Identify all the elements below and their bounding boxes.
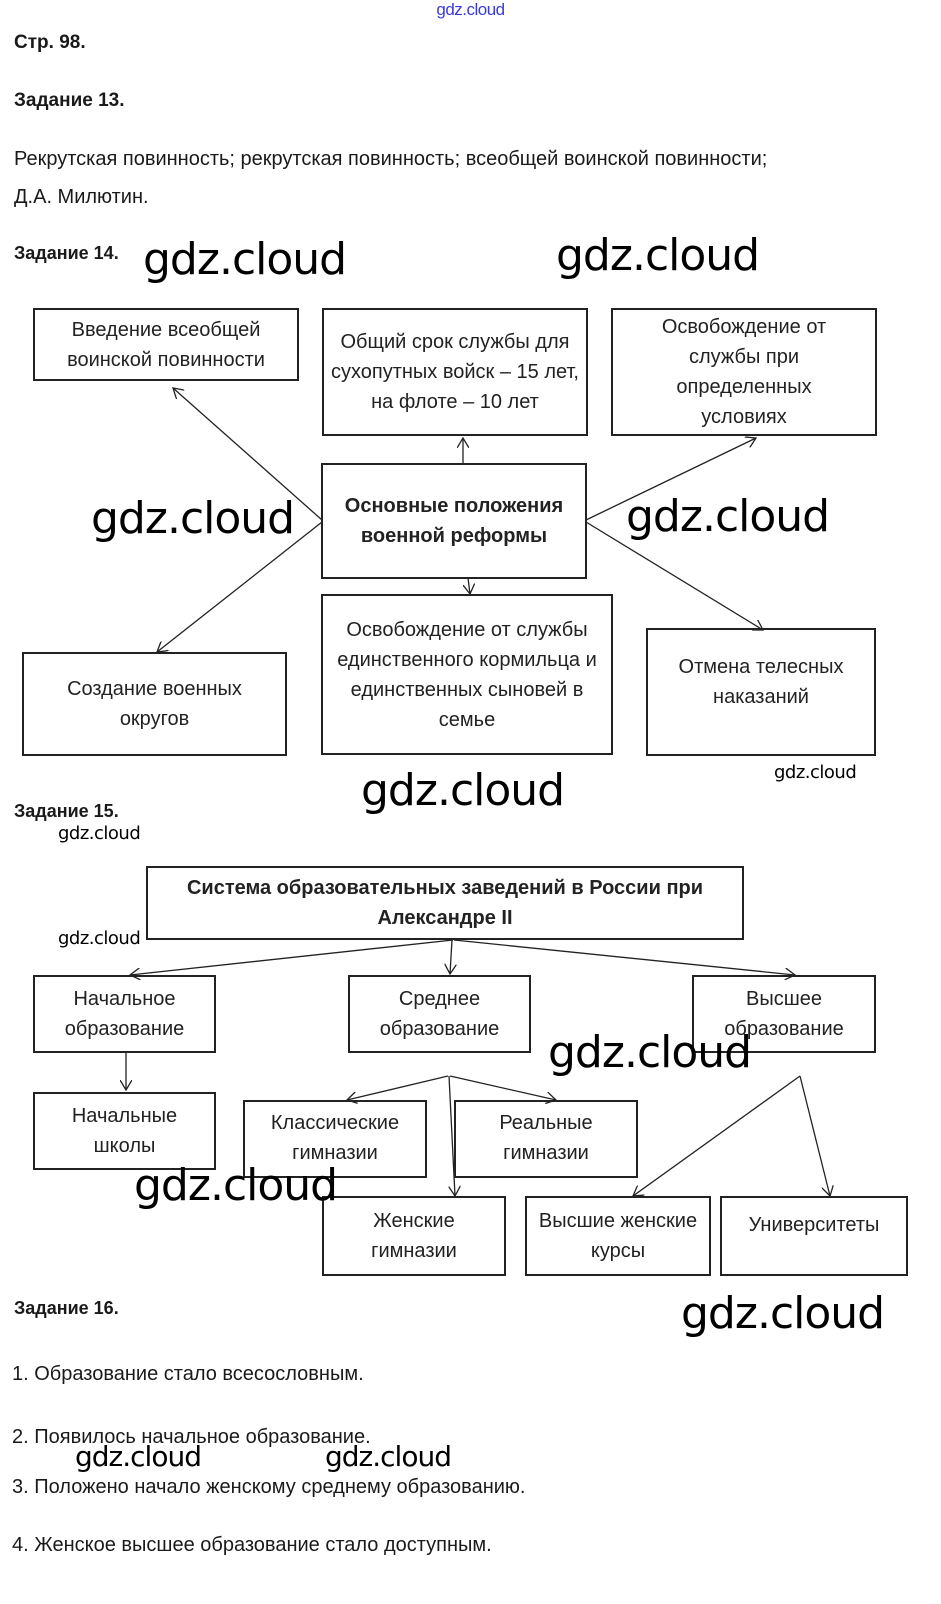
reform-box-universal-conscription: Введение всеобщей воинской повинности xyxy=(33,308,299,381)
education-level-primary: Начальное образование xyxy=(33,975,216,1053)
education-item-text: Высшие женские курсы xyxy=(538,1210,698,1262)
reform-box-text: Освобождение от службы единственного кор… xyxy=(337,618,597,731)
reform-center-text: Основные положения военной реформы xyxy=(344,495,564,547)
education-item-text: Классические гимназии xyxy=(270,1112,400,1164)
education-level-secondary: Среднее образование xyxy=(348,975,531,1053)
arrow-to-secondary xyxy=(450,939,452,974)
education-level-text: Начальное образование xyxy=(64,988,185,1040)
page-label: Стр. 98. xyxy=(14,32,86,53)
arrow-to-sole-breadwinner xyxy=(468,577,470,594)
arrow-to-exemption-conditions xyxy=(585,438,756,521)
task13-answer-line-2: Д.А. Милютин. xyxy=(14,186,149,208)
task15-title: Задание 15. xyxy=(14,801,119,821)
arrow-to-real xyxy=(449,1075,556,1100)
arrow-to-universities xyxy=(799,1075,830,1196)
arrow-to-classical xyxy=(347,1075,449,1100)
education-item-text: Университеты xyxy=(748,1214,880,1236)
reform-box-exemption-conditions: Освобождение от службы при определенных … xyxy=(611,308,877,436)
education-womens-higher-courses: Высшие женские курсы xyxy=(525,1196,711,1276)
task13-title: Задание 13. xyxy=(14,90,125,111)
task16-title: Задание 16. xyxy=(14,1298,119,1318)
task16-item: 2. Появилось начальное образование. xyxy=(12,1426,371,1448)
task16-item: 3. Положено начало женскому среднему обр… xyxy=(12,1476,526,1498)
education-classical-gymnasia: Классические гимназии xyxy=(243,1100,427,1178)
watermark: gdz.cloud xyxy=(143,234,347,285)
education-root-box: Система образовательных заведений в Росс… xyxy=(146,866,744,940)
task14-title: Задание 14. xyxy=(14,243,119,263)
watermark: gdz.cloud xyxy=(325,1440,452,1473)
reform-box-text: Введение всеобщей воинской повинности xyxy=(67,318,265,371)
education-primary-schools: Начальные школы xyxy=(33,1092,216,1170)
reform-box-military-districts: Создание военных округов xyxy=(22,652,287,756)
watermark: gdz.cloud xyxy=(774,762,857,783)
reform-box-text: Отмена телесных наказаний xyxy=(678,656,844,708)
education-level-text: Высшее образование xyxy=(724,988,844,1040)
watermark: gdz.cloud xyxy=(58,928,141,949)
header-watermark-link[interactable]: gdz.cloud xyxy=(436,0,505,19)
task13-answer-line-1: Рекрутская повинность; рекрутская повинн… xyxy=(14,148,768,170)
education-level-text: Среднее образование xyxy=(379,988,500,1040)
reform-box-sole-breadwinner: Освобождение от службы единственного кор… xyxy=(321,594,613,755)
reform-box-text: Общий срок службы для сухопутных войск –… xyxy=(331,331,579,413)
arrow-to-military-districts xyxy=(157,521,323,652)
watermark: gdz.cloud xyxy=(556,230,760,281)
reform-center-box: Основные положения военной реформы xyxy=(321,463,587,579)
watermark: gdz.cloud xyxy=(91,493,295,544)
watermark: gdz.cloud xyxy=(58,823,141,844)
arrow-to-higher xyxy=(453,939,795,975)
watermark: gdz.cloud xyxy=(361,765,565,816)
reform-box-text: Освобождение от службы при определенных … xyxy=(661,316,827,428)
task16-item: 1. Образование стало всесословным. xyxy=(12,1363,364,1385)
education-level-higher: Высшее образование xyxy=(692,975,876,1053)
education-universities: Университеты xyxy=(720,1196,908,1276)
education-real-gymnasia: Реальные гимназии xyxy=(454,1100,638,1178)
reform-box-text: Создание военных округов xyxy=(67,678,242,730)
arrow-to-abolish-punishment xyxy=(585,521,763,630)
task16-item: 4. Женское высшее образование стало дост… xyxy=(12,1534,492,1556)
education-item-text: Женские гимназии xyxy=(371,1210,457,1262)
watermark: gdz.cloud xyxy=(548,1027,752,1078)
education-womens-gymnasia: Женские гимназии xyxy=(322,1196,506,1276)
education-item-text: Начальные школы xyxy=(71,1105,178,1157)
reform-box-service-term: Общий срок службы для сухопутных войск –… xyxy=(322,308,588,436)
watermark: gdz.cloud xyxy=(626,491,830,542)
arrow-to-universal-conscription xyxy=(173,388,323,521)
watermark: gdz.cloud xyxy=(75,1440,202,1473)
education-item-text: Реальные гимназии xyxy=(499,1112,593,1164)
reform-box-abolish-punishment: Отмена телесных наказаний xyxy=(646,628,876,756)
watermark: gdz.cloud xyxy=(681,1288,885,1339)
arrow-to-primary xyxy=(130,939,454,975)
arrow-to-womens-courses xyxy=(633,1075,801,1196)
education-root-text: Система образовательных заведений в Росс… xyxy=(186,877,704,929)
watermark: gdz.cloud xyxy=(134,1160,338,1211)
